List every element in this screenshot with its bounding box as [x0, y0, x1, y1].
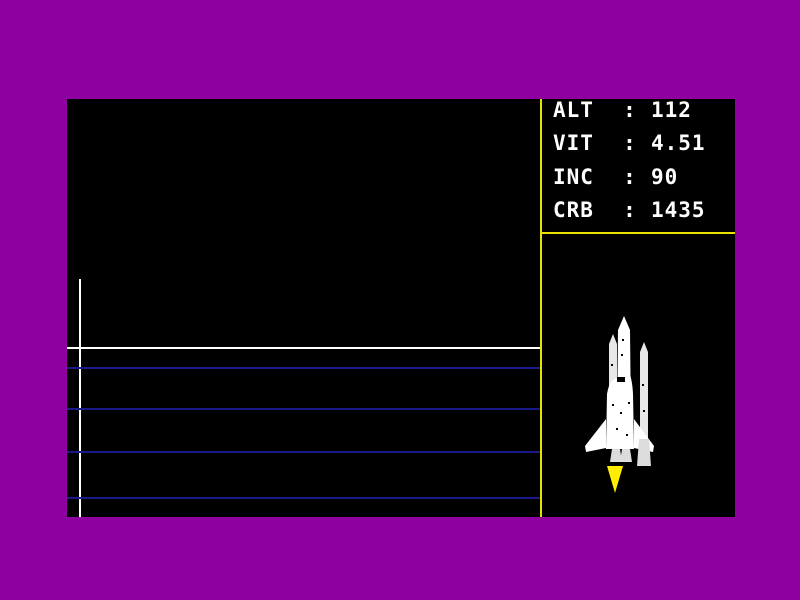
altitude-label: ALT: [553, 99, 594, 122]
inclination-readout: INC:90: [553, 160, 733, 194]
inclination-label: INC: [553, 164, 594, 189]
altitude-separator: :: [623, 99, 637, 122]
fuel-readout: CRB:1435: [553, 194, 733, 228]
vertical-divider: [540, 99, 542, 517]
telemetry-panel: ALT:112 VIT:4.51 INC:90 CRB:1435: [553, 99, 733, 229]
altitude-readout: ALT:112: [553, 99, 733, 127]
inclination-separator: :: [623, 164, 637, 189]
fuel-label: CRB: [553, 198, 594, 223]
trajectory-playfield: [67, 99, 540, 517]
velocity-separator: :: [623, 131, 637, 156]
engine-flame-icon: [607, 466, 623, 493]
velocity-value: 4.51: [651, 131, 706, 156]
shuttle-panel: [542, 234, 735, 517]
velocity-label: VIT: [553, 131, 594, 156]
fuel-value: 1435: [651, 198, 706, 223]
altitude-value: 112: [651, 99, 692, 122]
game-screen: ALT:112 VIT:4.51 INC:90 CRB:1435: [67, 99, 735, 517]
trajectory-graph: [67, 279, 540, 517]
inclination-value: 90: [651, 164, 679, 189]
velocity-readout: VIT:4.51: [553, 127, 733, 161]
space-shuttle-icon: [585, 316, 654, 493]
horizontal-divider: [542, 232, 735, 234]
fuel-separator: :: [623, 198, 637, 223]
